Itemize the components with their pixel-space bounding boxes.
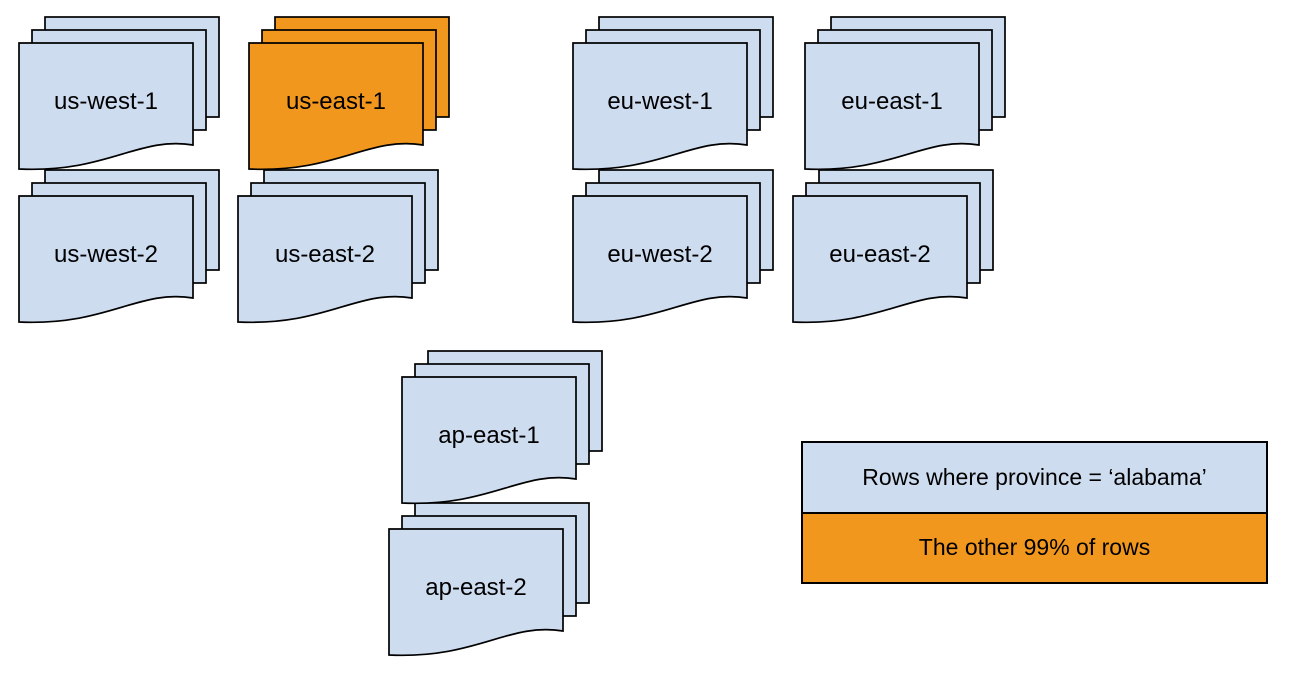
document-stack-icon xyxy=(388,502,590,657)
sheet-front xyxy=(572,195,748,324)
sheet-front xyxy=(18,195,194,324)
region-stack-eu-east-1: eu-east-1 xyxy=(804,16,1010,176)
sheet-front xyxy=(401,376,577,505)
region-label: us-west-2 xyxy=(53,240,159,268)
document-stack-icon xyxy=(18,169,220,324)
region-stack-eu-east-2: eu-east-2 xyxy=(792,169,998,329)
region-label: us-west-1 xyxy=(53,87,159,115)
sheet-front xyxy=(388,528,564,657)
region-stack-ap-east-1: ap-east-1 xyxy=(401,350,607,510)
region-stack-us-east-2: us-east-2 xyxy=(237,169,443,329)
legend-item-other-rows: The other 99% of rows xyxy=(803,513,1266,582)
region-label: ap-east-1 xyxy=(438,421,540,449)
document-stack-icon xyxy=(18,16,220,171)
sheet-front xyxy=(792,195,968,324)
region-label: eu-west-2 xyxy=(607,240,713,268)
region-label: us-east-1 xyxy=(285,87,387,115)
region-stack-eu-west-2: eu-west-2 xyxy=(572,169,778,329)
region-stack-eu-west-1: eu-west-1 xyxy=(572,16,778,176)
region-label: eu-east-2 xyxy=(829,240,931,268)
document-stack-icon xyxy=(792,169,994,324)
document-stack-icon xyxy=(572,169,774,324)
document-stack-icon xyxy=(248,16,450,171)
document-stack-icon xyxy=(572,16,774,171)
sheet-front xyxy=(237,195,413,324)
legend: Rows where province = ‘alabama’ The othe… xyxy=(801,441,1268,584)
region-label: us-east-2 xyxy=(274,240,376,268)
region-stack-us-east-1: us-east-1 xyxy=(248,16,454,176)
region-stack-ap-east-2: ap-east-2 xyxy=(388,502,594,662)
region-label: ap-east-2 xyxy=(425,573,527,601)
document-stack-icon xyxy=(237,169,439,324)
sheet-front xyxy=(572,42,748,171)
document-stack-icon xyxy=(804,16,1006,171)
region-label: eu-west-1 xyxy=(607,87,713,115)
legend-item-alabama-rows: Rows where province = ‘alabama’ xyxy=(803,443,1266,514)
document-stack-icon xyxy=(401,350,603,505)
region-label: eu-east-1 xyxy=(841,87,943,115)
sheet-front xyxy=(248,42,424,171)
sheet-front xyxy=(18,42,194,171)
sheet-front xyxy=(804,42,980,171)
region-stack-us-west-1: us-west-1 xyxy=(18,16,224,176)
region-stack-us-west-2: us-west-2 xyxy=(18,169,224,329)
